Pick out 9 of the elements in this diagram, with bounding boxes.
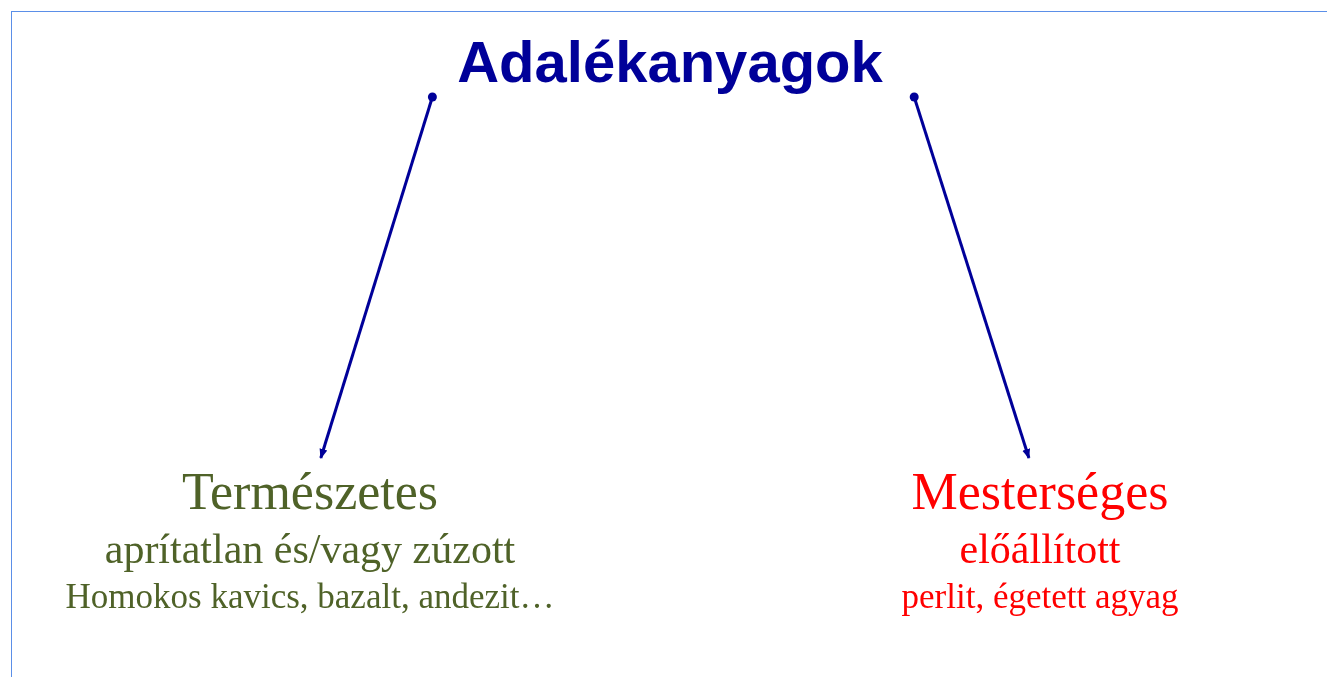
arrow: [319, 92, 437, 459]
example-text: perlit, égetett agyag: [900, 577, 1180, 617]
node-heading: Mesterséges: [910, 462, 1170, 521]
example-text: Homokos kavics, bazalt, andezit…: [64, 577, 556, 617]
node-subtitle: aprítatlan és/vagy zúzott: [103, 525, 517, 573]
arrow: [909, 92, 1031, 459]
node-title: Adalékanyagok: [456, 28, 884, 95]
node-heading: Természetes: [180, 462, 440, 521]
node-subtitle: előállított: [958, 525, 1122, 573]
